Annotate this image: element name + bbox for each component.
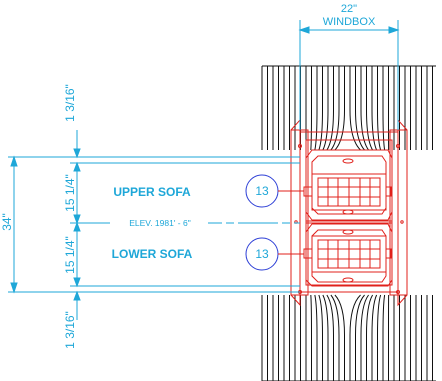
overall-height-dimension: 34" [0, 213, 14, 231]
elevation-label-background [112, 218, 208, 228]
tube-line [314, 66, 318, 151]
tube-line [360, 66, 369, 151]
upper-sofa-label: UPPER SOFA [113, 185, 191, 199]
windbox-width-dimension: 22" [341, 3, 357, 15]
top-gap-dimension: 1 3/16" [63, 84, 77, 122]
windbox-label: WINDBOX [323, 16, 376, 28]
upper-nozzle-grid [303, 173, 392, 211]
windbox-body [290, 118, 408, 307]
upper-half-dimension: 15 1/4" [63, 174, 77, 212]
tube-line [360, 294, 369, 381]
tube-line [330, 294, 340, 381]
tube-line [310, 294, 312, 381]
tube-line [310, 66, 312, 151]
lower-half-dimension: 15 1/4" [63, 236, 77, 274]
tube-line [322, 66, 329, 151]
tube-line [322, 294, 329, 381]
tube-line [334, 294, 345, 381]
tube-line [377, 66, 382, 151]
tube-line [318, 66, 323, 151]
callout-balloons [245, 174, 304, 271]
dimension-lines [8, 20, 400, 320]
tube-line [355, 294, 365, 381]
tube-line [366, 294, 374, 381]
tube-line [318, 294, 323, 381]
upper-tube-bank [261, 65, 436, 151]
tube-line [326, 294, 334, 381]
tube-line [382, 66, 386, 151]
tube-line [377, 294, 382, 381]
tube-line [330, 66, 340, 151]
callout-text-upper: 13 [255, 184, 269, 198]
tube-line [371, 294, 378, 381]
tube-line [382, 294, 386, 381]
lower-sofa-label: LOWER SOFA [112, 247, 193, 261]
bottom-gap-dimension: 1 3/16" [63, 311, 77, 349]
callout-text-lower: 13 [255, 247, 269, 261]
tube-line [371, 66, 378, 151]
tube-line [314, 294, 318, 381]
lower-nozzle-grid [303, 235, 392, 273]
elevation-label: ELEV. 1981' - 6" [129, 218, 191, 228]
lower-tube-bank [261, 294, 436, 381]
tube-line [349, 294, 361, 381]
